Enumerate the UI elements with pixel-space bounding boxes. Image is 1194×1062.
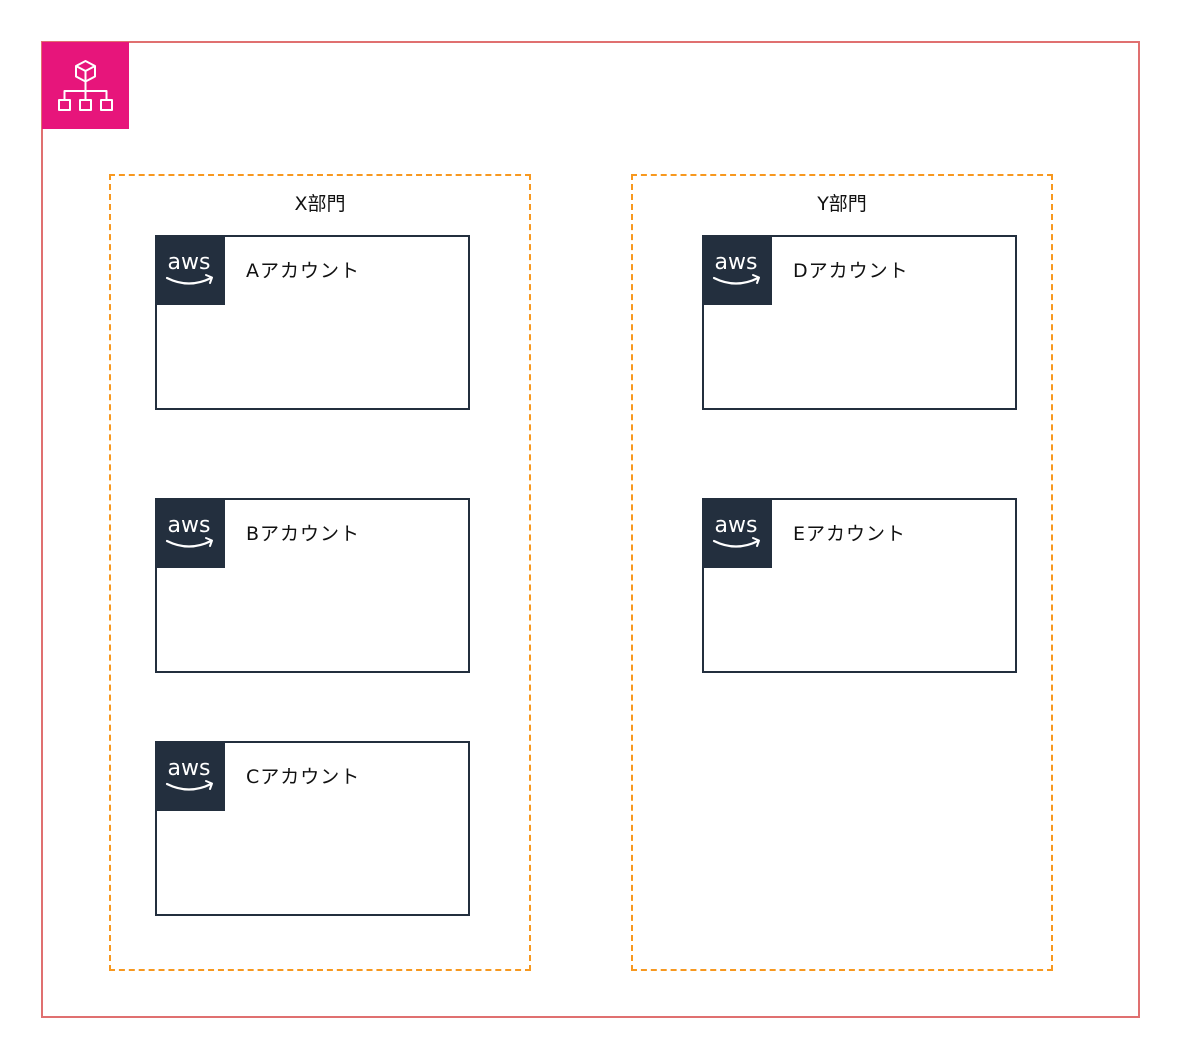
- department-y-group: Y部門: [631, 174, 1053, 971]
- account-a-box: aws Aアカウント: [155, 235, 470, 410]
- aws-logo-icon: aws: [155, 235, 225, 305]
- aws-logo-text: aws: [715, 513, 758, 538]
- department-x-label: X部門: [294, 193, 346, 215]
- account-a-label: Aアカウント: [246, 260, 360, 282]
- organizations-icon: [58, 60, 113, 111]
- account-e-box: aws Eアカウント: [702, 498, 1017, 673]
- department-y-label: Y部門: [817, 193, 867, 215]
- organizations-badge: [42, 42, 129, 129]
- aws-logo-text: aws: [168, 250, 211, 275]
- aws-logo-icon: aws: [702, 235, 772, 305]
- aws-logo-text: aws: [715, 250, 758, 275]
- account-c-label: Cアカウント: [246, 766, 361, 788]
- organization-boundary: [41, 41, 1140, 1018]
- account-e-label: Eアカウント: [793, 523, 907, 545]
- account-d-box: aws Dアカウント: [702, 235, 1017, 410]
- account-d-label: Dアカウント: [793, 260, 909, 282]
- aws-logo-icon: aws: [702, 498, 772, 568]
- aws-logo-text: aws: [168, 756, 211, 781]
- account-c-box: aws Cアカウント: [155, 741, 470, 916]
- aws-logo-icon: aws: [155, 741, 225, 811]
- account-b-label: Bアカウント: [246, 523, 361, 545]
- aws-logo-icon: aws: [155, 498, 225, 568]
- department-x-group: X部門: [109, 174, 531, 971]
- aws-logo-text: aws: [168, 513, 211, 538]
- account-b-box: aws Bアカウント: [155, 498, 470, 673]
